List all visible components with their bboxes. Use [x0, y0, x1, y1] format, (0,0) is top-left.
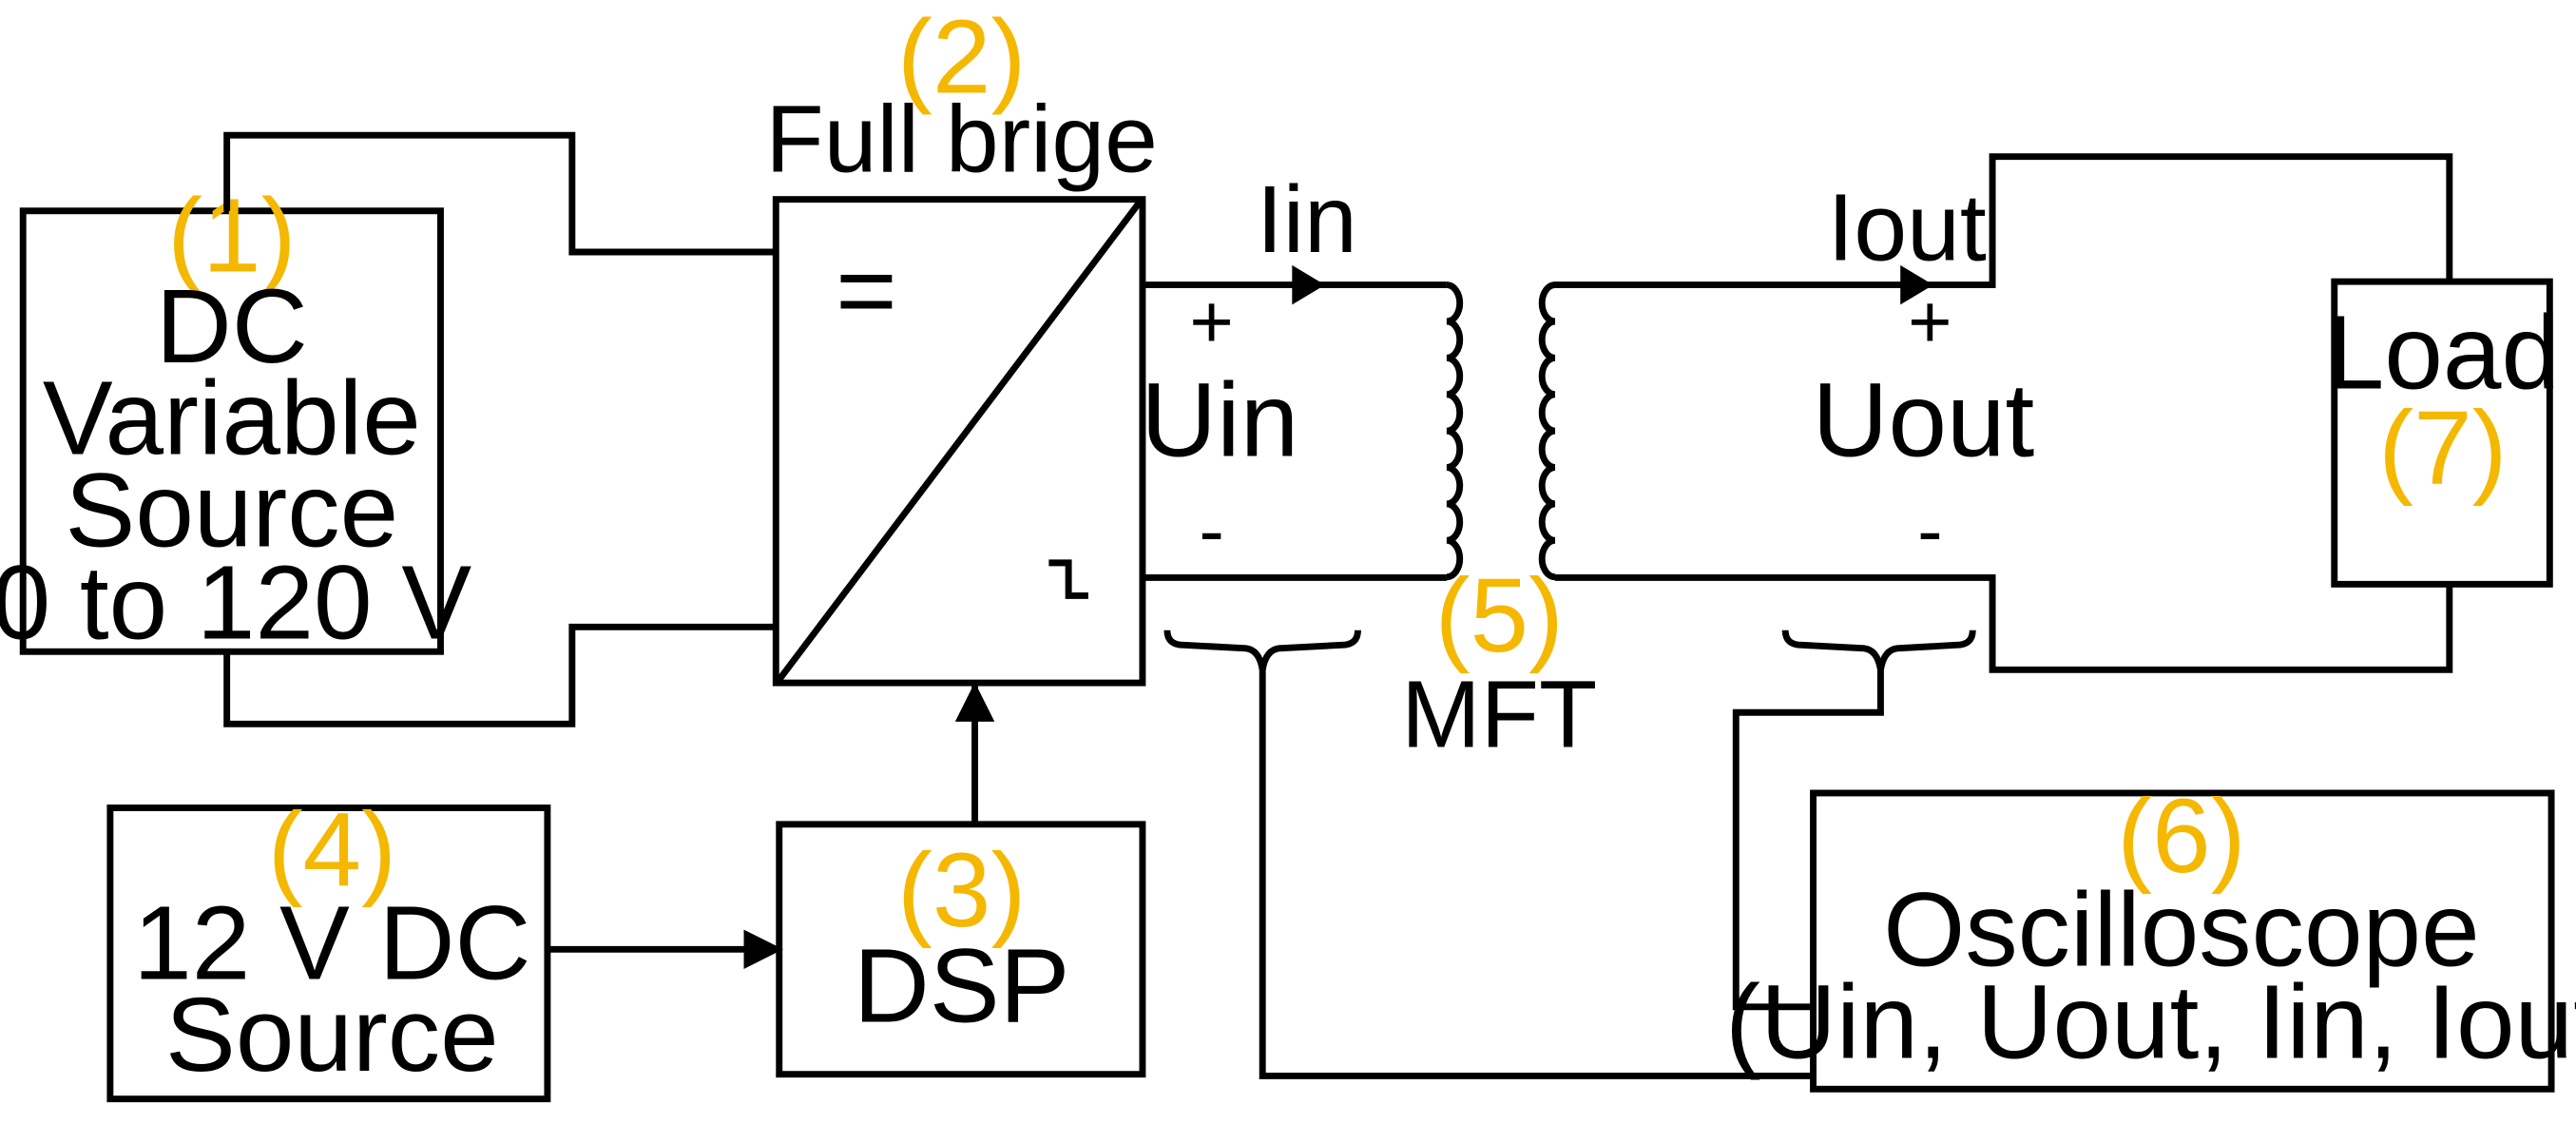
uin-brace — [1163, 630, 1361, 670]
dc-source-number: (1) — [167, 178, 296, 295]
load-block: Load (7) — [2326, 278, 2560, 588]
mft-block: (5) MFT — [1401, 281, 1597, 768]
load-number: (7) — [2378, 390, 2507, 507]
full-bridge-title: Full brige — [765, 86, 1158, 192]
dc-source-line-2: Variable — [43, 360, 421, 477]
full-bridge-diagonal — [776, 201, 1143, 682]
dc-source-box — [19, 207, 444, 655]
wire-source-to-bridge-top — [223, 131, 777, 256]
mft-label: MFT — [1401, 662, 1597, 768]
oscilloscope-number: (6) — [2117, 778, 2245, 895]
dsp-number: (3) — [897, 832, 1026, 949]
full-bridge-block: (2) Full brige = — [765, 0, 1158, 687]
aux-source-block: (4) 12 V DC Source — [106, 791, 551, 1103]
load-box — [2331, 278, 2553, 588]
aux-source-line-2: Source — [165, 977, 499, 1094]
wire-secondary-top — [1555, 153, 2453, 289]
wire-source-to-bridge-bottom — [223, 623, 777, 727]
dc-source-line-1: DC — [156, 268, 308, 385]
uin-label: Uin — [1141, 361, 1298, 478]
iout-arrow-icon — [1900, 264, 1933, 305]
full-bridge-number: (2) — [897, 0, 1026, 115]
aux-source-line-1: 12 V DC — [133, 884, 530, 1001]
dc-source-block: (1) DC Variable Source 0 to 120 V — [0, 178, 471, 662]
oscilloscope-line-2: (Uin, Uout, Iin, Iout) — [1725, 963, 2576, 1080]
oscilloscope-line-1: Oscilloscope — [1883, 872, 2479, 989]
dc-source-line-3: Source — [66, 453, 399, 570]
uout-label: Uout — [1813, 361, 2035, 478]
uin-minus: - — [1199, 488, 1224, 572]
oscilloscope-block: (6) Oscilloscope (Uin, Uout, Iin, Iout) — [1725, 778, 2576, 1093]
aux-source-box — [106, 804, 551, 1103]
full-bridge-dc-symbol: = — [836, 232, 897, 349]
wire-probe-uin — [1259, 669, 1814, 1079]
mft-number: (5) — [1435, 557, 1564, 674]
uout-brace — [1781, 630, 1976, 670]
dsp-block: (3) DSP — [776, 821, 1146, 1078]
oscilloscope-box — [1810, 789, 2555, 1093]
square-wave-icon — [1048, 559, 1088, 599]
dsp-label: DSP — [854, 927, 1070, 1044]
primary-winding — [1446, 281, 1464, 581]
iin-arrow-icon — [1292, 264, 1325, 305]
uout-minus: - — [1917, 488, 1943, 572]
wire-secondary-bottom — [1555, 573, 2453, 673]
wire-probe-uout — [1732, 669, 1884, 1011]
dc-source-line-4: 0 to 120 V — [0, 544, 471, 661]
secondary-winding — [1538, 281, 1556, 581]
iout-label: Iout — [1827, 175, 1986, 281]
iin-label: Iin — [1257, 166, 1357, 273]
load-label: Load — [2326, 295, 2560, 412]
uout-plus: + — [1908, 279, 1951, 363]
aux-source-number: (4) — [268, 791, 396, 908]
uin-plus: + — [1189, 279, 1233, 363]
dsp-box — [776, 821, 1146, 1078]
